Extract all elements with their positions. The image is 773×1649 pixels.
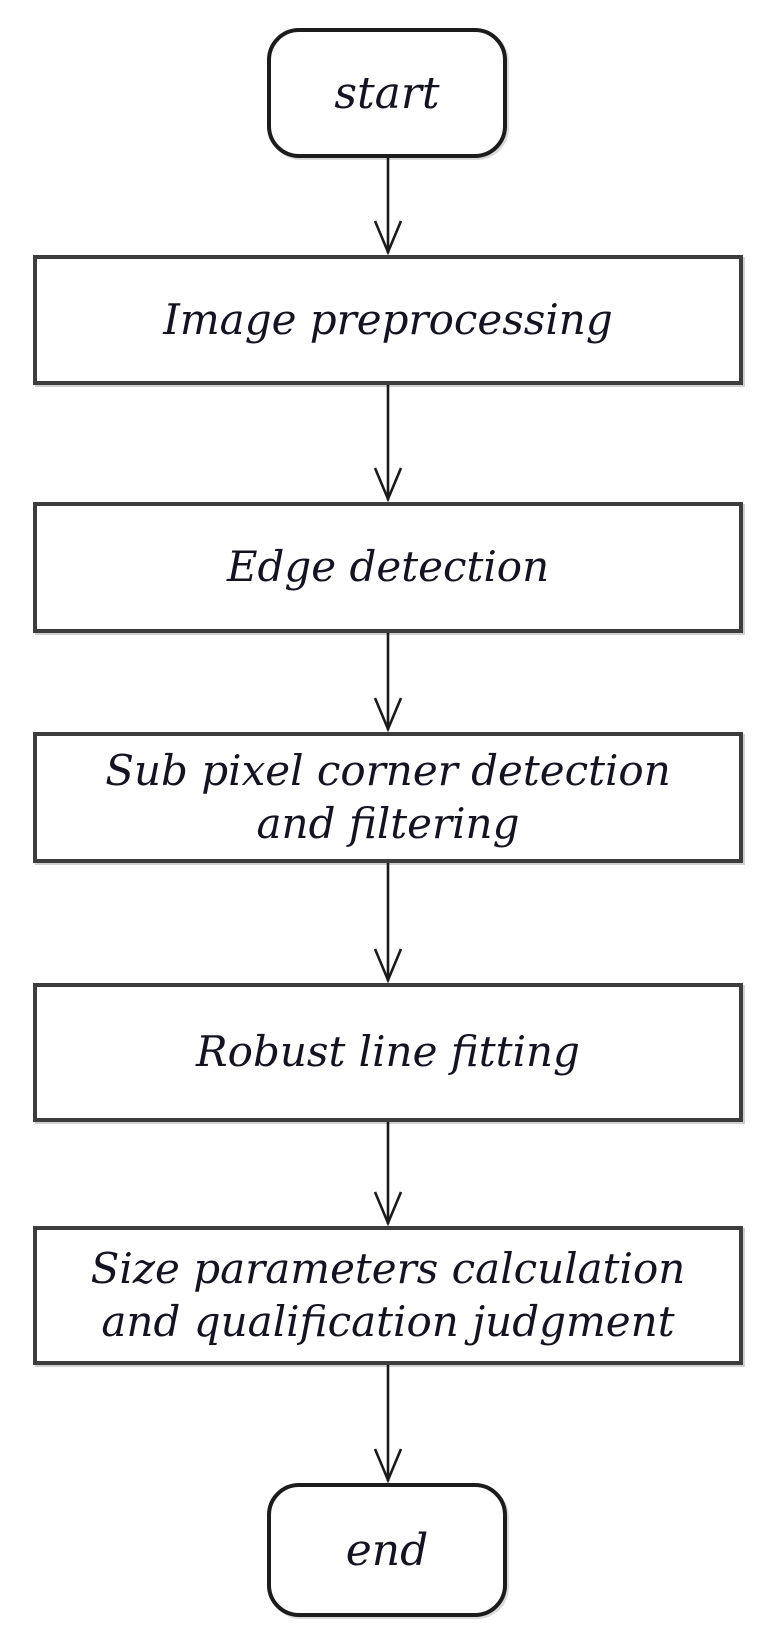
- node-image-preprocessing: Image preprocessing: [33, 255, 743, 385]
- node-image-preprocessing-label: Image preprocessing: [163, 294, 613, 344]
- node-start-label: start: [334, 67, 440, 119]
- arrow-start-to-image-preprocessing: [373, 158, 403, 256]
- arrow-size-parameters-to-end: [373, 1365, 403, 1484]
- node-edge-detection: Edge detection: [33, 502, 743, 633]
- arrow-image-preprocessing-to-edge-detection: [373, 385, 403, 503]
- node-end: end: [267, 1483, 507, 1617]
- node-edge-detection-label: Edge detection: [226, 542, 550, 592]
- node-size-parameters: Size parameters calculation and qualific…: [33, 1226, 743, 1365]
- node-subpixel-corner-detection: Sub pixel corner detection and filtering: [33, 732, 743, 863]
- node-robust-line-fitting: Robust line fitting: [33, 983, 743, 1122]
- node-size-parameters-label: Size parameters calculation and qualific…: [90, 1244, 686, 1346]
- node-start: start: [267, 28, 507, 158]
- arrow-subpixel-to-robust-line-fitting: [373, 863, 403, 984]
- node-robust-line-fitting-label: Robust line fitting: [196, 1027, 580, 1077]
- arrow-robust-line-fitting-to-size-parameters: [373, 1122, 403, 1227]
- node-end-label: end: [345, 1524, 429, 1576]
- node-subpixel-corner-detection-label: Sub pixel corner detection and filtering: [105, 746, 671, 848]
- arrow-edge-detection-to-subpixel: [373, 633, 403, 733]
